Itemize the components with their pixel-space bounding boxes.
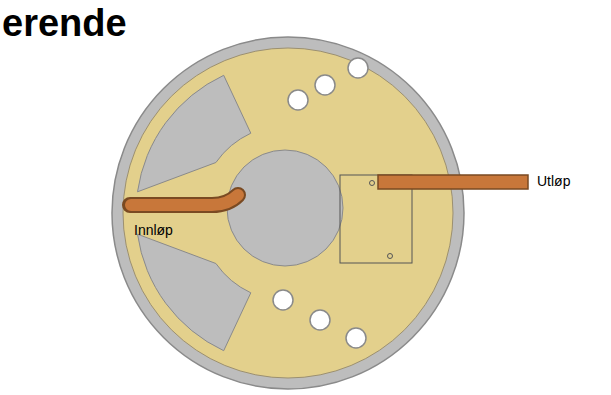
screw-hole [388,254,393,259]
hole [310,310,330,330]
port-label: Innløp [134,223,173,238]
hole [273,290,293,310]
inlet-pipe-edge [130,195,238,205]
disc-face [123,48,453,378]
heading: erende [2,4,127,42]
outer-ring [112,37,464,389]
hole [346,328,366,348]
screw-hole [370,181,375,186]
port-label: Utløp [537,174,570,189]
hole [348,58,368,78]
vane-segment [138,75,251,192]
outlet-pipe [378,175,528,189]
hole [315,75,335,95]
vane-segment [138,234,251,351]
hole [288,90,308,110]
hub [227,150,343,266]
inlet-pipe [131,195,238,205]
